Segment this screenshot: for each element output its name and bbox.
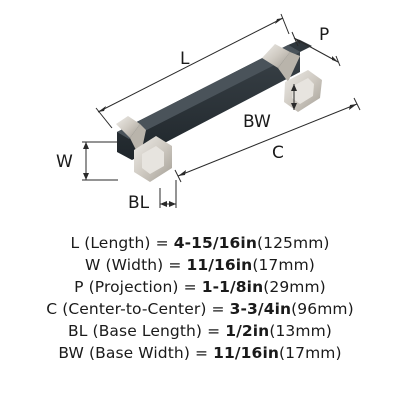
handle-bar — [117, 40, 312, 160]
spec-imperial: 11/16in — [186, 256, 253, 274]
spec-row-length: L (Length) = 4-15/16in(125mm) — [0, 232, 400, 254]
spec-imperial: 4-15/16in — [173, 234, 257, 252]
dim-label-l: L — [180, 49, 190, 69]
spec-metric: (13mm) — [269, 322, 332, 340]
spec-imperial: 11/16in — [213, 344, 279, 362]
spec-metric: (125mm) — [256, 234, 330, 252]
spec-name: L (Length) = — [70, 234, 174, 252]
spec-imperial: 1/2in — [225, 322, 270, 340]
spec-imperial: 3-3/4in — [229, 300, 292, 318]
spec-row-projection: P (Projection) = 1-1/8in(29mm) — [0, 276, 400, 298]
spec-name: P (Projection) = — [74, 278, 202, 296]
spec-imperial: 1-1/8in — [201, 278, 264, 296]
spec-name: BL (Base Length) = — [68, 322, 226, 340]
spec-row-center-to-center: C (Center-to-Center) = 3-3/4in(96mm) — [0, 298, 400, 320]
spec-name: BW (Base Width) = — [58, 344, 214, 362]
dim-label-bl: BL — [128, 193, 150, 213]
spec-metric: (29mm) — [263, 278, 326, 296]
spec-name: C (Center-to-Center) = — [46, 300, 230, 318]
dim-label-w: W — [56, 152, 73, 172]
spec-row-base-width: BW (Base Width) = 11/16in(17mm) — [0, 342, 400, 364]
dim-label-c: C — [272, 143, 284, 163]
spec-metric: (17mm) — [252, 256, 315, 274]
spec-name: W (Width) = — [85, 256, 187, 274]
pull-dimension-diagram: L P W BW C BL — [56, 13, 361, 213]
spec-metric: (96mm) — [291, 300, 354, 318]
dim-label-p: P — [319, 25, 329, 45]
dimension-arrows — [83, 18, 357, 207]
spec-row-width: W (Width) = 11/16in(17mm) — [0, 254, 400, 276]
spec-row-base-length: BL (Base Length) = 1/2in(13mm) — [0, 320, 400, 342]
spec-list: L (Length) = 4-15/16in(125mm) W (Width) … — [0, 232, 400, 364]
left-post — [116, 116, 172, 182]
dim-label-bw: BW — [243, 112, 271, 132]
dimension-lines — [82, 13, 361, 208]
spec-metric: (17mm) — [279, 344, 342, 362]
